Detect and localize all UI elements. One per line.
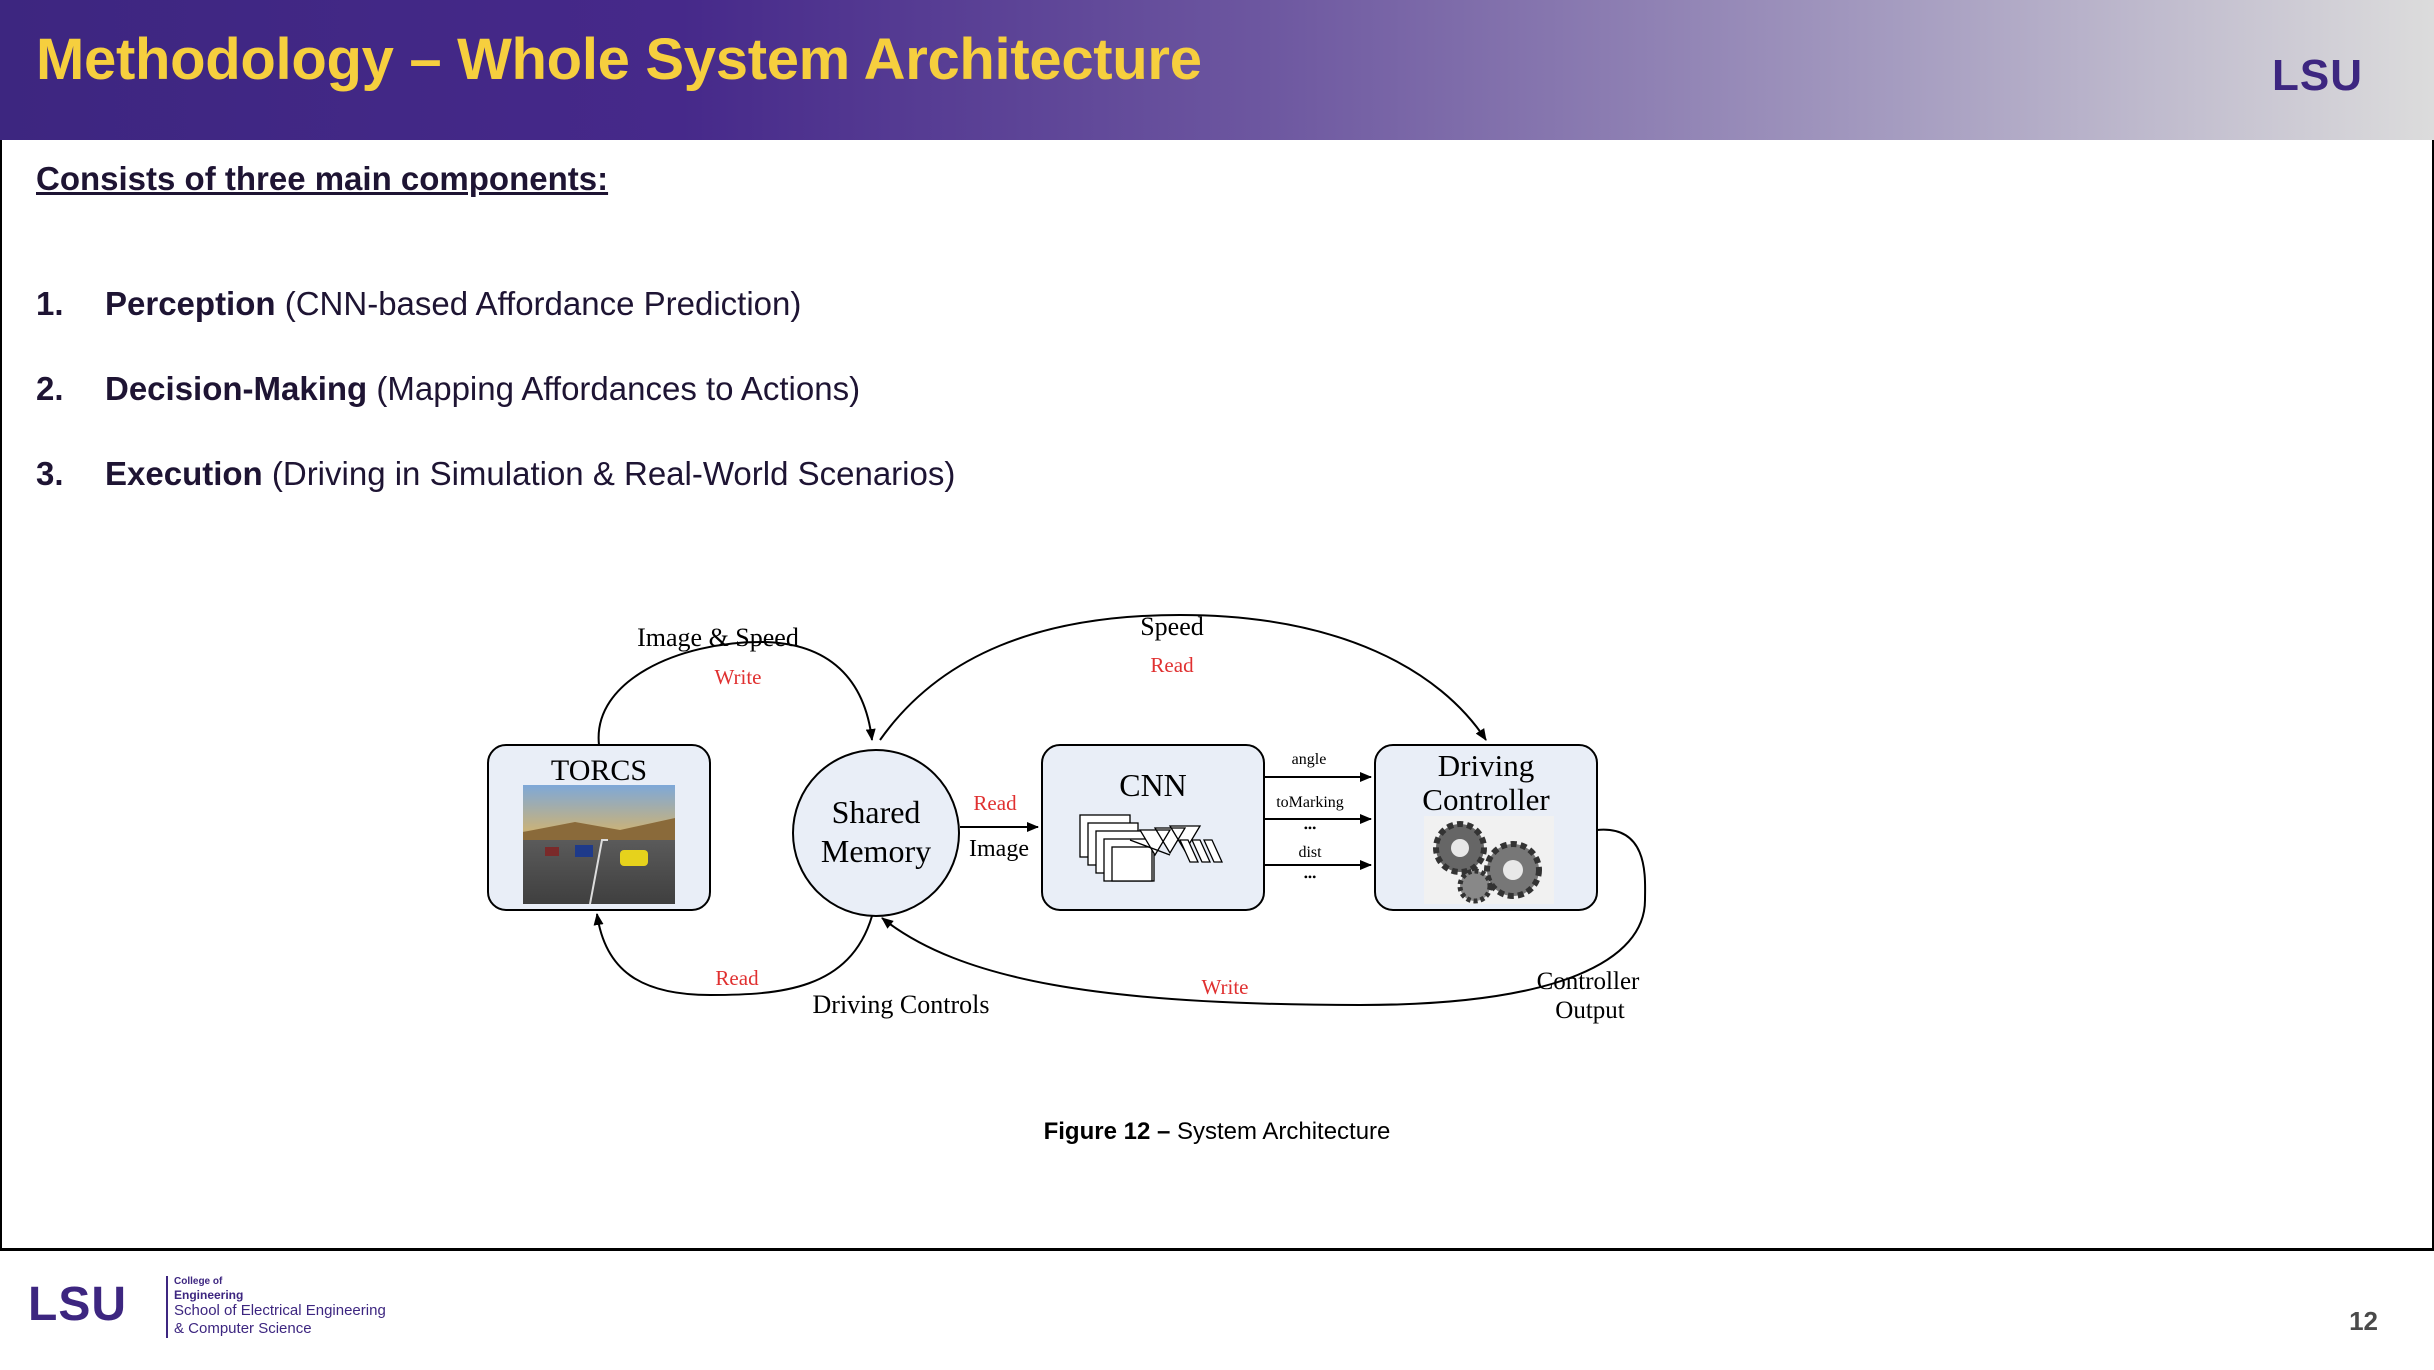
component-name: Decision-Making (105, 370, 368, 407)
controller-output-arrow (881, 828, 1647, 1007)
torcs-screenshot (523, 785, 675, 905)
controller-output-label: Controller (1537, 968, 1640, 995)
component-name: Perception (105, 285, 276, 322)
component-name: Execution (105, 455, 263, 492)
read-label: Read (973, 791, 1017, 815)
list-number: 2. (36, 370, 64, 407)
page-number: 12 (2349, 1306, 2378, 1336)
figure-caption: Figure 12 – System Architecture (0, 1118, 2434, 1146)
controller-label: Controller (1422, 782, 1550, 817)
ellipsis-label: ••• (1304, 821, 1317, 835)
frame-right (2432, 140, 2434, 1250)
lsu-logo: LSU (2272, 54, 2363, 96)
college-label: Engineering (174, 1288, 244, 1302)
component-list: 1. Perception (CNN-based Affordance Pred… (36, 285, 955, 540)
gears-icon (1424, 816, 1554, 904)
ellipsis-label: ••• (1304, 870, 1317, 884)
cnn-layers-icon (1079, 814, 1224, 882)
slide-header: Methodology – Whole System Architecture … (0, 0, 2434, 140)
controller-label: Driving (1438, 748, 1534, 783)
controller-output-label: Output (1555, 997, 1625, 1024)
angle-label: angle (1292, 751, 1327, 768)
tomarking-label: toMarking (1276, 794, 1344, 811)
write-label: Write (715, 665, 762, 689)
college-name: College of Engineering School of Electri… (166, 1276, 386, 1338)
list-number: 1. (36, 285, 64, 322)
shared-memory-label: Shared (832, 794, 921, 830)
list-item: 1. Perception (CNN-based Affordance Pred… (36, 285, 955, 370)
dist-label: dist (1298, 844, 1322, 861)
list-number: 3. (36, 455, 64, 492)
read-label: Read (1150, 653, 1194, 677)
college-label: College of (174, 1276, 223, 1287)
list-item: 3. Execution (Driving in Simulation & Re… (36, 455, 955, 540)
svg-text:LSU: LSU (28, 1278, 127, 1328)
lsu-footer-logo: LSU (28, 1278, 127, 1328)
read-label: Read (715, 966, 759, 990)
caption-label: Figure 12 – (1043, 1118, 1171, 1145)
read-arrow (593, 913, 873, 997)
school-label: School of Electrical Engineering (174, 1302, 386, 1319)
image-label: Image (969, 836, 1029, 862)
cnn-label: CNN (1119, 767, 1187, 803)
system-architecture-diagram: TORCS Shared Memory CNN Driving Controll… (487, 612, 1647, 1024)
slide-title: Methodology – Whole System Architecture (36, 27, 1202, 92)
school-label: & Computer Science (174, 1320, 312, 1337)
svg-text:LSU: LSU (2272, 54, 2363, 96)
shared-memory-label: Memory (821, 833, 931, 869)
speed-label: Speed (1140, 612, 1204, 641)
footer-divider (0, 1248, 2434, 1251)
speed-arrow (879, 613, 1487, 741)
caption-text: System Architecture (1176, 1118, 1391, 1145)
component-detail: (Mapping Affordances to Actions) (376, 370, 861, 407)
shared-memory-node (792, 749, 960, 917)
driving-controls-label: Driving Controls (813, 990, 990, 1019)
component-detail: (Driving in Simulation & Real-World Scen… (271, 455, 956, 492)
torcs-label: TORCS (551, 754, 647, 787)
write-label: Write (1202, 975, 1249, 999)
frame-left (0, 140, 2, 1250)
list-item: 2. Decision-Making (Mapping Affordances … (36, 370, 955, 455)
component-detail: (CNN-based Affordance Prediction) (284, 285, 802, 322)
write-arrow (597, 640, 876, 746)
intro-heading: Consists of three main components: (36, 160, 609, 197)
image-speed-label: Image & Speed (637, 623, 799, 652)
